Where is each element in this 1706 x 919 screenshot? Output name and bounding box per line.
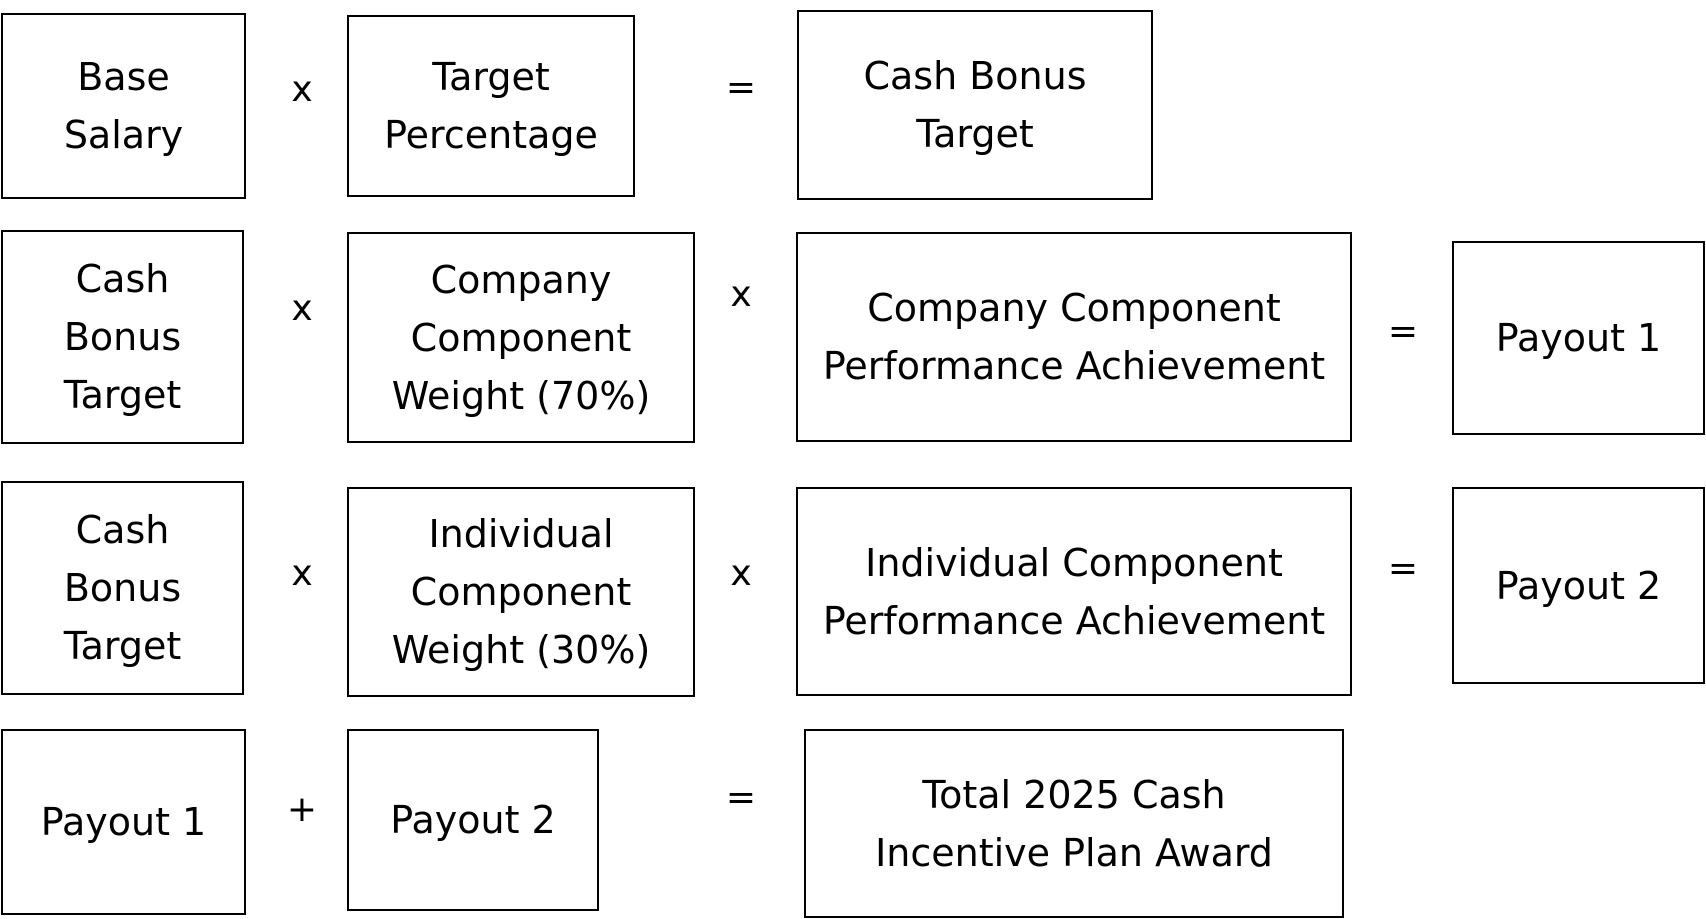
equals-operator: = bbox=[1383, 312, 1423, 352]
total-award-result-label: Total 2025 Cash Incentive Plan Award bbox=[875, 772, 1273, 875]
multiply-operator: x bbox=[282, 554, 322, 594]
operator-symbol: + bbox=[286, 789, 318, 830]
multiply-operator: x bbox=[721, 275, 761, 315]
payout-2-result-box: Payout 2 bbox=[1452, 487, 1705, 684]
payout-1-label: Payout 1 bbox=[40, 800, 207, 844]
target-percentage-label: Target Percentage bbox=[384, 55, 598, 157]
plus-operator: + bbox=[282, 790, 322, 830]
total-award-result-box: Total 2025 Cash Incentive Plan Award bbox=[804, 729, 1344, 918]
cash-bonus-target-result-box: Cash Bonus Target bbox=[797, 10, 1153, 200]
equals-operator: = bbox=[721, 68, 761, 108]
operator-symbol: = bbox=[1387, 311, 1419, 352]
individual-component-weight-box: Individual Component Weight (30%) bbox=[347, 487, 695, 697]
cash-bonus-target-box-row3: Cash Bonus Target bbox=[1, 481, 244, 695]
cash-bonus-target-box-row2: Cash Bonus Target bbox=[1, 230, 244, 444]
cash-bonus-target-label-row3: Cash Bonus Target bbox=[63, 508, 182, 668]
payout-1-result-box: Payout 1 bbox=[1452, 241, 1705, 435]
individual-component-weight-label: Individual Component Weight (30%) bbox=[391, 512, 651, 672]
operator-symbol: = bbox=[725, 777, 757, 818]
company-performance-achievement-label: Company Component Performance Achievemen… bbox=[822, 286, 1326, 388]
company-performance-achievement-box: Company Component Performance Achievemen… bbox=[796, 232, 1352, 442]
individual-performance-achievement-label: Individual Component Performance Achieve… bbox=[822, 540, 1326, 643]
cash-bonus-target-label-row2: Cash Bonus Target bbox=[63, 257, 182, 417]
multiply-operator: x bbox=[282, 70, 322, 110]
operator-symbol: x bbox=[730, 553, 752, 594]
individual-performance-achievement-box: Individual Component Performance Achieve… bbox=[796, 487, 1352, 696]
operator-symbol: = bbox=[1387, 548, 1419, 589]
multiply-operator: x bbox=[721, 554, 761, 594]
multiply-operator: x bbox=[282, 289, 322, 329]
company-component-weight-label: Company Component Weight (70%) bbox=[391, 257, 651, 418]
equals-operator: = bbox=[1383, 549, 1423, 589]
operator-symbol: x bbox=[291, 288, 313, 329]
payout-1-box: Payout 1 bbox=[1, 729, 246, 915]
operator-symbol: = bbox=[725, 67, 757, 108]
target-percentage-box: Target Percentage bbox=[347, 15, 635, 197]
base-salary-label: Base Salary bbox=[63, 55, 184, 157]
company-component-weight-box: Company Component Weight (70%) bbox=[347, 232, 695, 443]
base-salary-box: Base Salary bbox=[1, 13, 246, 199]
operator-symbol: x bbox=[291, 69, 313, 110]
operator-symbol: x bbox=[291, 553, 313, 594]
operator-symbol: x bbox=[730, 274, 752, 315]
cash-bonus-target-result-label: Cash Bonus Target bbox=[863, 54, 1087, 156]
payout-2-label: Payout 2 bbox=[390, 798, 556, 842]
payout-2-box: Payout 2 bbox=[347, 729, 599, 911]
payout-1-result-label: Payout 1 bbox=[1495, 316, 1662, 360]
equals-operator: = bbox=[721, 778, 761, 818]
payout-2-result-label: Payout 2 bbox=[1495, 563, 1662, 608]
